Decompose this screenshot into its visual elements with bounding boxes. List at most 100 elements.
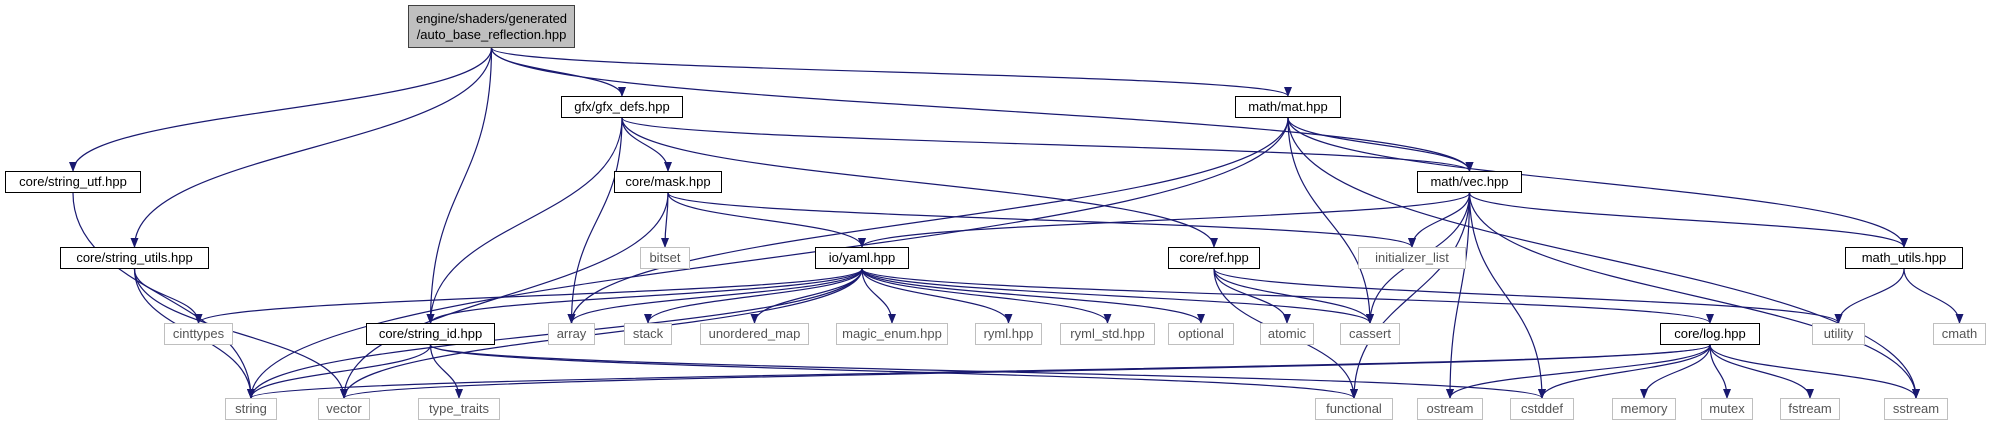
edge-gfx-defs-to-core-ref bbox=[621, 117, 1218, 248]
node-core-mask[interactable]: core/mask.hpp bbox=[614, 171, 722, 193]
node-string: string bbox=[225, 398, 277, 420]
node-label: cinttypes bbox=[172, 326, 225, 341]
edge-core-log-to-memory bbox=[1640, 344, 1711, 399]
edge-core-log-to-ostream bbox=[1446, 344, 1711, 399]
node-label: string bbox=[235, 401, 267, 416]
node-label: unordered_map bbox=[708, 326, 801, 341]
node-label: atomic bbox=[1267, 326, 1307, 341]
edge-math-vec-to-ostream bbox=[1446, 192, 1471, 399]
node-fstream: fstream bbox=[1780, 398, 1840, 420]
edge-core-log-to-mutex bbox=[1709, 344, 1731, 399]
node-stack: stack bbox=[624, 323, 672, 345]
node-array: array bbox=[548, 323, 595, 345]
edge-math-mat-to-string bbox=[247, 117, 1289, 399]
edge-core-log-to-cstddef bbox=[1538, 344, 1711, 399]
node-math-vec[interactable]: math/vec.hpp bbox=[1417, 171, 1522, 193]
edge-math-utils-to-utility bbox=[1834, 268, 1905, 324]
edge-io-yaml-to-string-id bbox=[426, 268, 863, 324]
node-unordered-map: unordered_map bbox=[700, 323, 809, 345]
node-core-ref[interactable]: core/ref.hpp bbox=[1168, 247, 1260, 269]
edge-string-utils-to-vector bbox=[133, 268, 348, 399]
node-label: optional bbox=[1178, 326, 1224, 341]
edge-core-log-to-vector bbox=[340, 344, 1711, 399]
node-io-yaml[interactable]: io/yaml.hpp bbox=[815, 247, 909, 269]
node-label: core/log.hpp bbox=[1674, 326, 1746, 341]
edge-io-yaml-to-array bbox=[567, 268, 863, 324]
node-gfx-defs[interactable]: gfx/gfx_defs.hpp bbox=[561, 96, 683, 118]
node-label: core/string_utils.hpp bbox=[76, 250, 193, 265]
node-ostream: ostream bbox=[1417, 398, 1483, 420]
node-memory: memory bbox=[1612, 398, 1676, 420]
node-functional: functional bbox=[1315, 398, 1393, 420]
node-string-utf[interactable]: core/string_utf.hpp bbox=[5, 171, 141, 193]
node-cmath: cmath bbox=[1933, 323, 1986, 345]
node-label: cstddef bbox=[1521, 401, 1563, 416]
node-ryml-std: ryml_std.hpp bbox=[1060, 323, 1155, 345]
edge-core-mask-to-io-yaml bbox=[667, 192, 866, 248]
edge-math-vec-to-init-list bbox=[1408, 192, 1471, 248]
edge-core-log-to-fstream bbox=[1709, 344, 1814, 399]
edge-string-utils-to-cinttypes bbox=[133, 268, 203, 324]
node-math-mat[interactable]: math/mat.hpp bbox=[1235, 96, 1341, 118]
edge-layer bbox=[69, 47, 1964, 399]
node-mutex: mutex bbox=[1701, 398, 1753, 420]
edge-io-yaml-to-ryml bbox=[861, 268, 1013, 324]
node-label: core/string_id.hpp bbox=[378, 326, 483, 341]
node-label: io/yaml.hpp bbox=[828, 250, 896, 265]
edge-root-to-string-utils bbox=[130, 47, 493, 248]
node-core-log[interactable]: core/log.hpp bbox=[1660, 323, 1760, 345]
node-label: magic_enum.hpp bbox=[842, 326, 942, 341]
node-label: sstream bbox=[1892, 401, 1940, 416]
edge-core-log-to-sstream bbox=[1709, 344, 1920, 399]
edge-root-to-string-utf bbox=[69, 47, 493, 172]
edge-math-vec-to-sstream bbox=[1468, 192, 1920, 399]
node-label: math/vec.hpp bbox=[1430, 174, 1509, 189]
edge-io-yaml-to-vector bbox=[340, 268, 863, 399]
edge-string-utf-to-string bbox=[72, 192, 255, 399]
node-label: stack bbox=[632, 326, 664, 341]
edge-math-vec-to-io-yaml bbox=[858, 192, 1471, 248]
edge-gfx-defs-to-math-vec bbox=[621, 117, 1474, 172]
edge-io-yaml-to-magic-enum bbox=[861, 268, 896, 324]
edge-math-vec-to-math-utils bbox=[1468, 192, 1908, 248]
edge-math-mat-to-math-vec bbox=[1287, 117, 1474, 172]
edge-core-mask-to-init-list bbox=[667, 192, 1416, 248]
node-label: type_traits bbox=[429, 401, 489, 416]
edge-io-yaml-to-cinttypes bbox=[194, 268, 863, 324]
node-string-id[interactable]: core/string_id.hpp bbox=[366, 323, 495, 345]
edge-math-mat-to-cassert bbox=[1287, 117, 1374, 324]
node-label: initializer_list bbox=[1375, 250, 1449, 265]
node-bitset: bitset bbox=[640, 247, 690, 269]
node-label: vector bbox=[326, 401, 362, 416]
node-label: memory bbox=[1620, 401, 1668, 416]
edge-math-mat-to-math-utils bbox=[1287, 117, 1908, 248]
node-label: core/mask.hpp bbox=[625, 174, 711, 189]
edge-gfx-defs-to-core-mask bbox=[621, 117, 672, 172]
node-magic-enum: magic_enum.hpp bbox=[836, 323, 948, 345]
edge-math-utils-to-cmath bbox=[1903, 268, 1964, 324]
node-label: cassert bbox=[1349, 326, 1391, 341]
node-label: math/mat.hpp bbox=[1248, 99, 1328, 114]
node-label: mutex bbox=[1709, 401, 1745, 416]
edge-string-id-to-type-traits bbox=[429, 344, 463, 399]
node-root[interactable]: engine/shaders/generated/auto_base_refle… bbox=[408, 5, 575, 48]
node-optional: optional bbox=[1168, 323, 1234, 345]
edge-string-id-to-functional bbox=[429, 344, 1358, 399]
node-math-utils[interactable]: math_utils.hpp bbox=[1845, 247, 1963, 269]
node-label: array bbox=[556, 326, 587, 341]
node-cinttypes: cinttypes bbox=[164, 323, 233, 345]
node-label: engine/shaders/generated bbox=[415, 10, 568, 26]
edge-root-to-gfx-defs bbox=[490, 47, 626, 97]
node-label: bitset bbox=[649, 250, 681, 265]
node-string-utils[interactable]: core/string_utils.hpp bbox=[60, 247, 209, 269]
node-label: cmath bbox=[1941, 326, 1978, 341]
edge-core-mask-to-vector bbox=[340, 192, 669, 399]
edge-math-mat-to-array bbox=[567, 117, 1289, 324]
edge-math-mat-to-sstream bbox=[1287, 117, 1920, 399]
edge-io-yaml-to-ryml-std bbox=[861, 268, 1112, 324]
node-label: fstream bbox=[1788, 401, 1832, 416]
node-ryml: ryml.hpp bbox=[975, 323, 1042, 345]
node-label: ryml_std.hpp bbox=[1070, 326, 1145, 341]
node-vector: vector bbox=[318, 398, 370, 420]
edge-io-yaml-to-core-log bbox=[861, 268, 1714, 324]
